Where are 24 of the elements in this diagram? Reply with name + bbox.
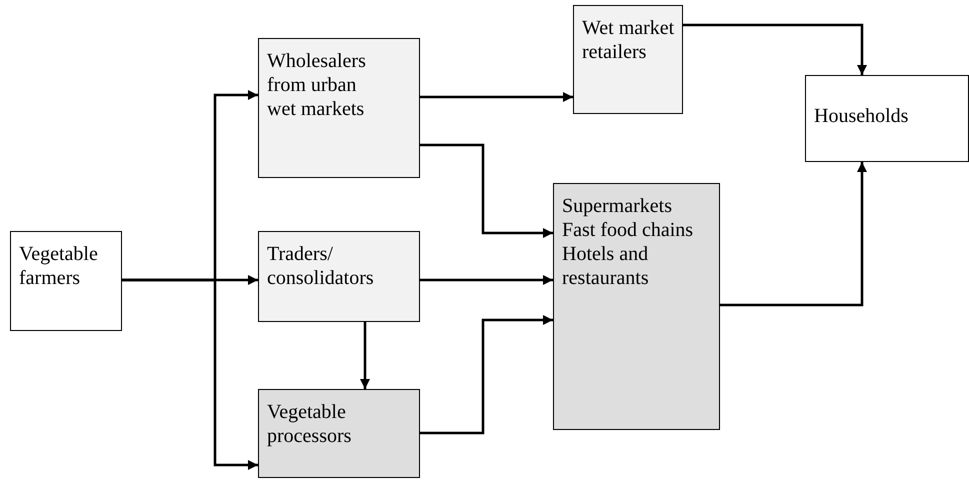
node-label: Traders/ consolidators xyxy=(267,242,375,290)
process-box xyxy=(10,231,122,331)
process-box xyxy=(805,75,969,162)
arrow xyxy=(420,275,553,285)
process-box xyxy=(258,389,420,478)
node-label: Supermarkets xyxy=(562,194,673,218)
node-label: Vegetable farmers xyxy=(19,242,99,290)
outlet-box xyxy=(553,183,720,430)
process-box xyxy=(258,38,420,178)
node-label: Hotels and restaurants xyxy=(562,242,650,290)
arrow xyxy=(122,278,258,470)
arrow xyxy=(360,322,370,389)
process-box xyxy=(258,231,420,322)
arrow xyxy=(720,162,867,306)
arrow xyxy=(420,315,553,434)
arrow xyxy=(683,24,867,75)
node-label: Wholesalers from urban wet markets xyxy=(267,49,367,121)
node-label: Households xyxy=(814,104,910,128)
process-box xyxy=(573,5,683,114)
arrow xyxy=(420,92,573,102)
node-label: Fast food chains xyxy=(562,218,694,242)
node-label: Wet market retailers xyxy=(582,16,676,64)
node-label: Vegetable processors xyxy=(267,400,352,448)
arrow xyxy=(420,144,553,238)
